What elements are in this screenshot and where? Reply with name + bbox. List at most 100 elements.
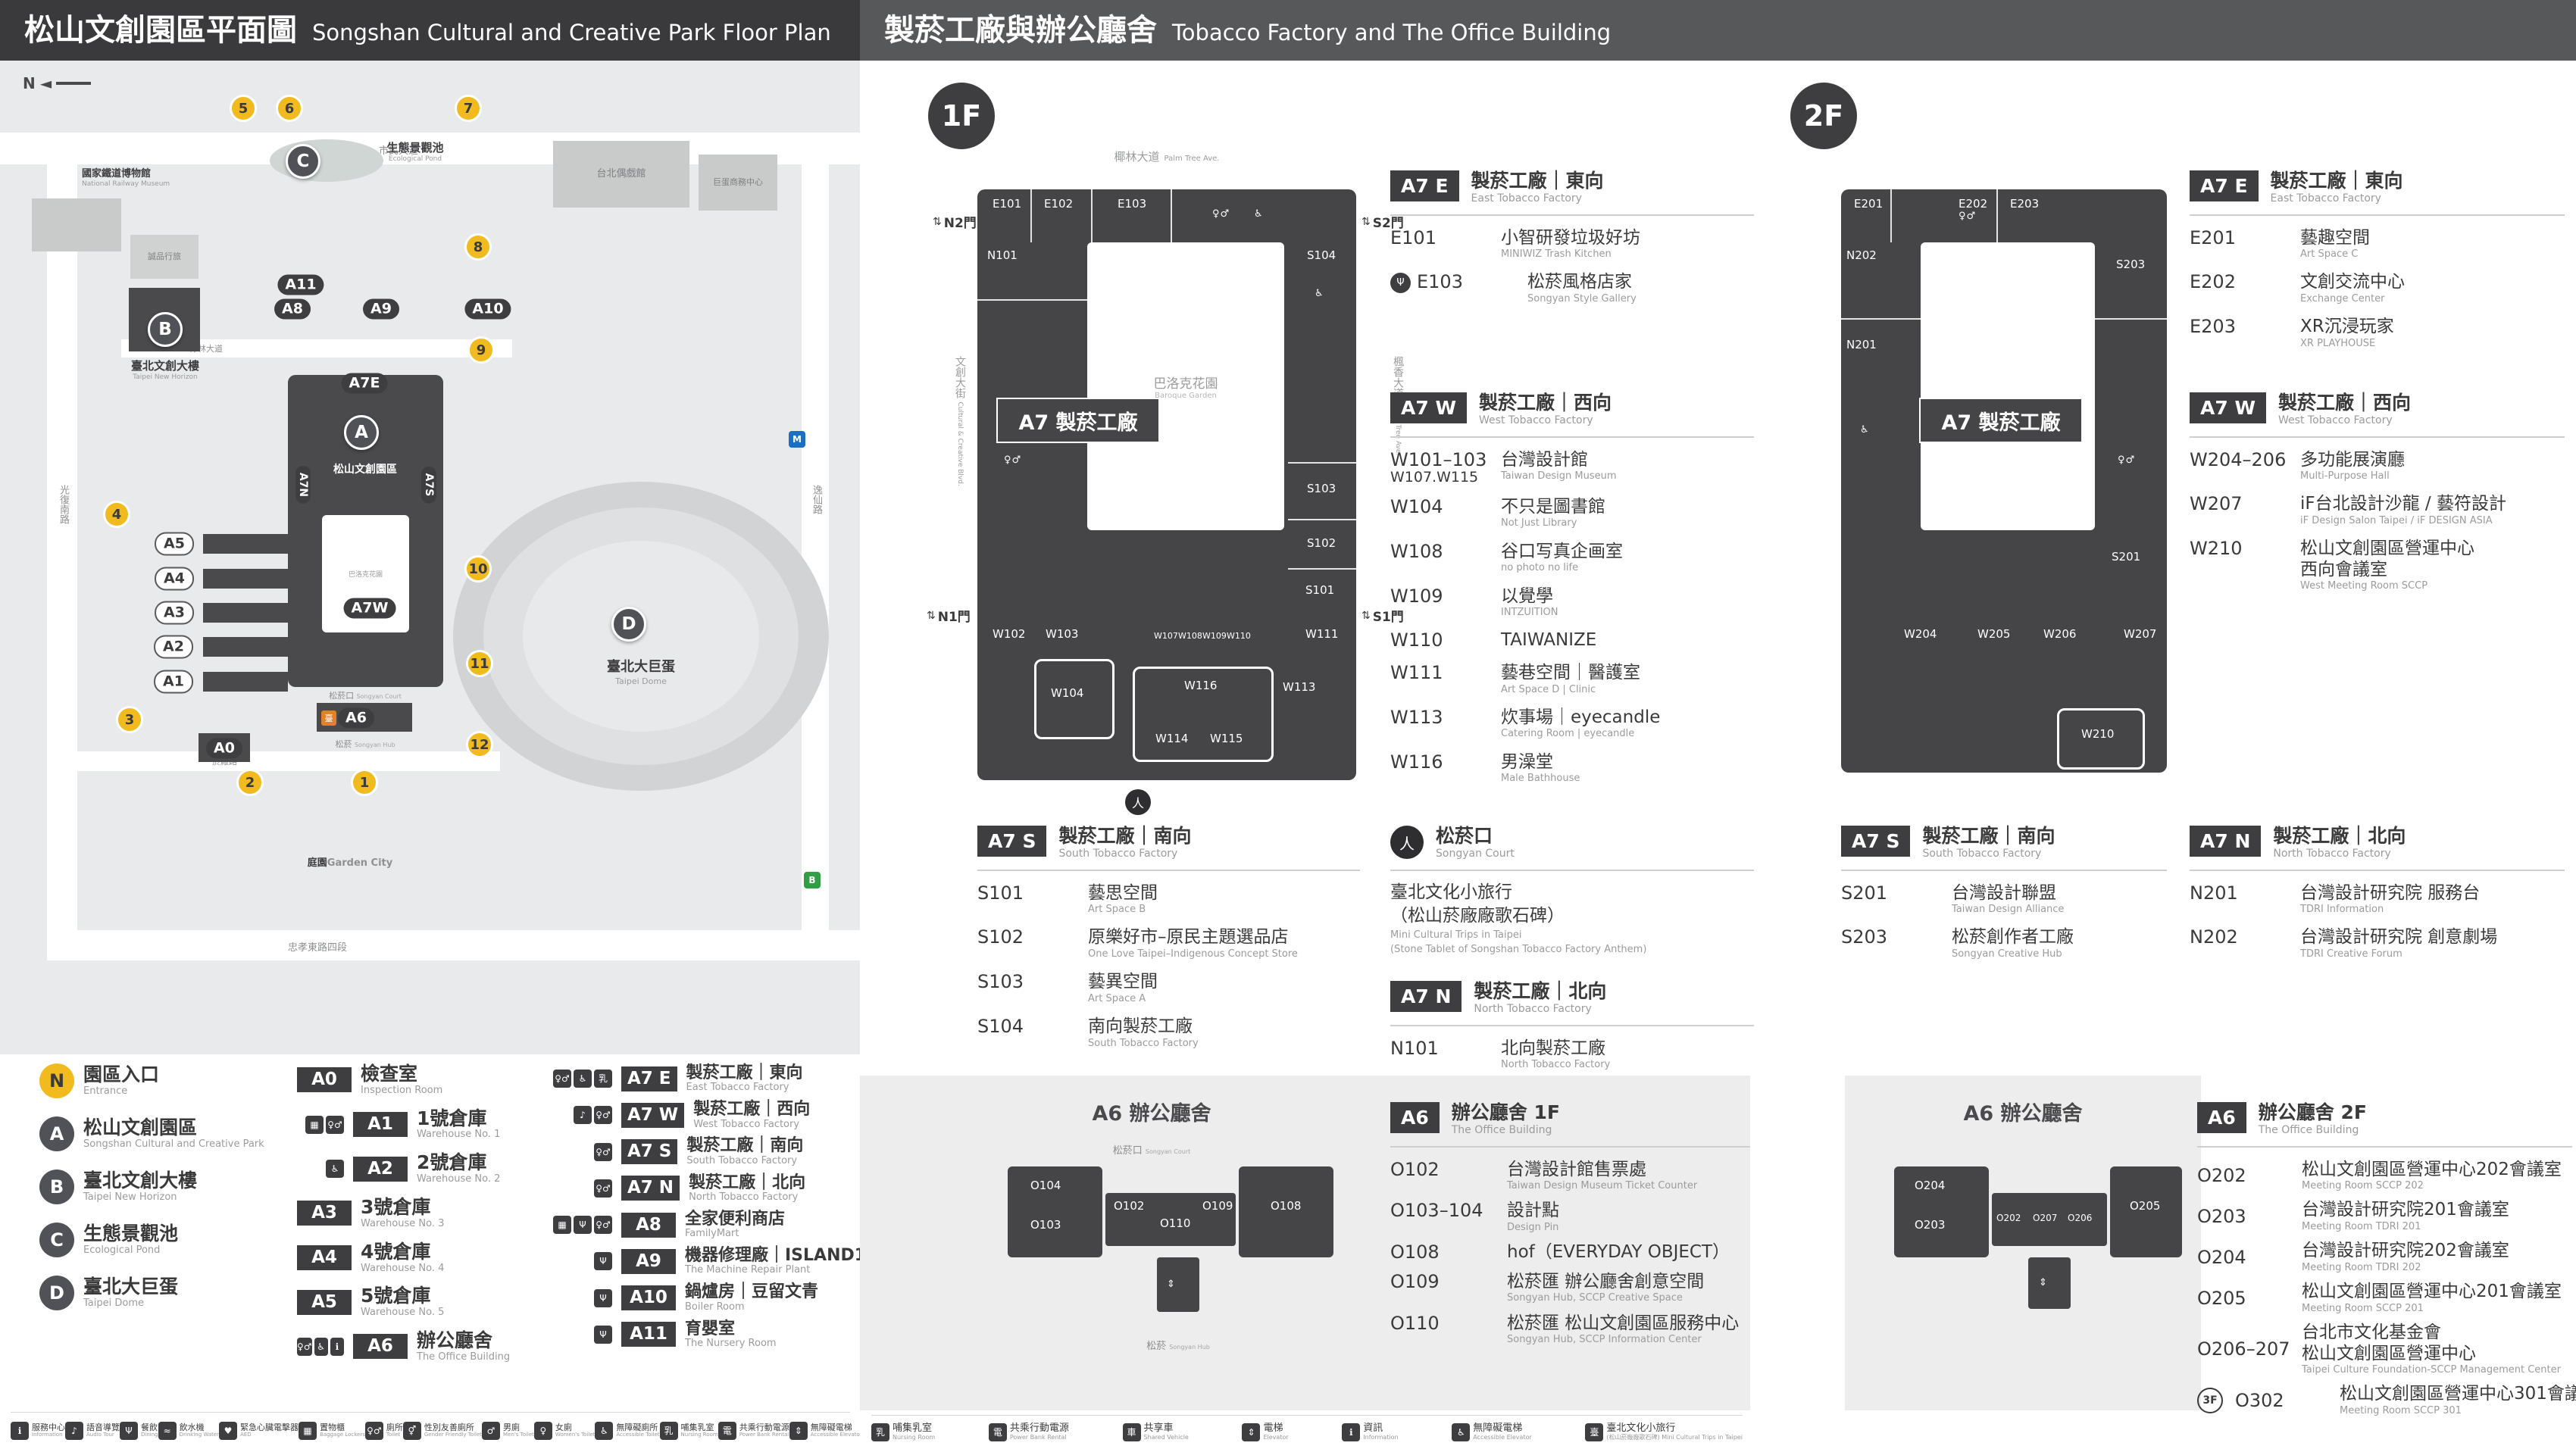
accessible-icon: ♿ xyxy=(314,1337,328,1356)
gate-label: ⇅N2門 xyxy=(933,215,977,232)
building-code-badge: A10 xyxy=(621,1285,676,1311)
building-pill: A6 xyxy=(338,707,374,729)
updown-arrow-icon: ⇅ xyxy=(1361,609,1371,622)
accessible-icon: ♿ xyxy=(1860,424,1870,436)
facility-item: 車 共享車 Shared Vehicle xyxy=(1122,1423,1189,1441)
legend-item-icons: Ψ xyxy=(542,1325,612,1344)
info-icon: ℹ xyxy=(11,1422,29,1440)
elevator-icon: ⇕ xyxy=(1242,1423,1261,1441)
legend-entrance: N 園區入口 Entrance xyxy=(39,1063,289,1098)
legend-factory-item: ♀♂ A7 N 製菸工廠｜北向 North Tobacco Factory xyxy=(542,1173,857,1204)
legend-building-item: ♿ A2 2號倉庫 Warehouse No. 2 xyxy=(297,1152,539,1185)
room-label: W210 xyxy=(2081,727,2115,741)
facility-item: ℹ 資訊 Information xyxy=(1342,1423,1399,1441)
legend-area-item: A 松山文創園區 Songshan Cultural and Creative … xyxy=(39,1116,289,1151)
facility-item-icon: ℹ xyxy=(1342,1423,1361,1441)
court-body: 臺北文化小旅行 （松山菸廠廠歌石碑） Mini Cultural Trips i… xyxy=(1390,882,1647,956)
floor-2f-badge: 2F xyxy=(1790,83,1857,149)
section-badge: A7 E xyxy=(2190,170,2259,201)
f2-sep xyxy=(2095,318,2167,320)
road-label-guangfu: 光復南路 xyxy=(58,485,69,524)
room-label: W111 xyxy=(1305,627,1339,641)
f1-sep xyxy=(1030,189,1032,242)
wing-pill: A7N xyxy=(295,465,311,504)
legend-entrance-texts: 園區入口 Entrance xyxy=(83,1063,160,1097)
toilet-icon: ♀♂ xyxy=(594,1179,612,1198)
building-pill: A7W xyxy=(343,598,396,619)
a6-1f-block-right xyxy=(1239,1166,1333,1257)
park-name-on-map: 松山文創園區 xyxy=(333,464,397,476)
facility-item-icon: Ψ xyxy=(120,1422,138,1440)
facility-item-icon: ♿ xyxy=(595,1422,614,1440)
elevator-icon: ⇕ xyxy=(1167,1279,1176,1290)
facility-item-icon: ♂ xyxy=(482,1422,501,1440)
building-code-badge: A0 xyxy=(297,1067,352,1093)
railway-museum-label: 國家鐵道博物館 National Railway Museum xyxy=(82,168,170,189)
f1-sep xyxy=(1091,189,1093,242)
dining-icon: Ψ xyxy=(120,1422,138,1440)
room-label: S103 xyxy=(1307,482,1336,495)
room-label: W107 xyxy=(1154,631,1178,641)
a6-2f-block-left xyxy=(1894,1166,1989,1257)
room-row: O108 hof（EVERYDAY OBJECT） xyxy=(1390,1241,1730,1263)
park-map: 市民大道 光復南路 忠孝東路四段 菸廠路 逸仙路 椰林大道 N ◄ 國家鐵道博物… xyxy=(0,61,860,1054)
f1-w104-block xyxy=(1034,659,1114,739)
power-icon: 電 xyxy=(988,1423,1007,1441)
warehouse-pill: A2 xyxy=(154,635,193,659)
facility-item-icon: 車 xyxy=(1122,1423,1141,1441)
legend-item-icons: ♀♂♿乳 xyxy=(542,1070,612,1088)
legend-area-item: C 生態景觀池 Ecological Pond xyxy=(39,1223,289,1257)
a6-2f-stub xyxy=(2028,1257,2071,1309)
accessible-icon: ♿ xyxy=(1315,288,1324,299)
facility-item-icon: ♀♂ xyxy=(364,1422,383,1440)
facility-item-icon: ♿ xyxy=(1452,1423,1471,1441)
dining-icon: Ψ xyxy=(594,1252,612,1271)
building-code-badge: A2 xyxy=(353,1156,408,1182)
building-code-badge: A11 xyxy=(621,1322,676,1348)
baroque-garden-label: 巴洛克花園 xyxy=(348,571,383,579)
facility-item: 電 共乘行動電源 Power Bank Rental xyxy=(988,1423,1069,1441)
audio-icon: ♪ xyxy=(65,1422,83,1440)
legend-item-icons: ♀♂♿ℹ xyxy=(297,1337,344,1356)
entrance-marker: 3 xyxy=(116,706,143,733)
facility-item-icon: ▦ xyxy=(299,1422,317,1440)
warehouse-5-bar xyxy=(203,534,288,554)
culture-icon: 臺 xyxy=(1585,1423,1604,1441)
f1-sep xyxy=(977,299,1087,301)
entrance-marker: 1 xyxy=(351,769,378,796)
building-pill: A10 xyxy=(464,298,511,320)
section-badge: A6 xyxy=(2197,1102,2246,1133)
room-label: W103 xyxy=(1046,627,1079,641)
facility-item: ⇕ 電梯 Elevator xyxy=(1242,1423,1289,1441)
room-label: O203 xyxy=(1915,1218,1946,1232)
facility-item-icon: ⚥ xyxy=(402,1422,421,1440)
facility-item-icon: ≈ xyxy=(158,1422,177,1440)
updown-arrow-icon: ⇅ xyxy=(927,609,936,622)
dome-business-label: 巨蛋商務中心 xyxy=(713,177,763,188)
building-pill: A11 xyxy=(277,274,324,295)
nursing-icon: 乳 xyxy=(871,1423,889,1441)
facility-item: 乳 哺集乳室 Nursing Room xyxy=(659,1422,718,1440)
facility-iconbar-left: ℹ 服務中心 Information ♪ 語音導覽 Audio Tour Ψ 餐… xyxy=(11,1412,954,1449)
facility-item: 乳 哺集乳室 Nursing Room xyxy=(871,1423,935,1441)
transit-marker-icon: M xyxy=(789,431,805,448)
legend-factory-item: ♪♀♂ A7 W 製菸工廠｜西向 West Tobacco Factory xyxy=(542,1100,857,1130)
warehouse-pill: A1 xyxy=(154,670,193,694)
